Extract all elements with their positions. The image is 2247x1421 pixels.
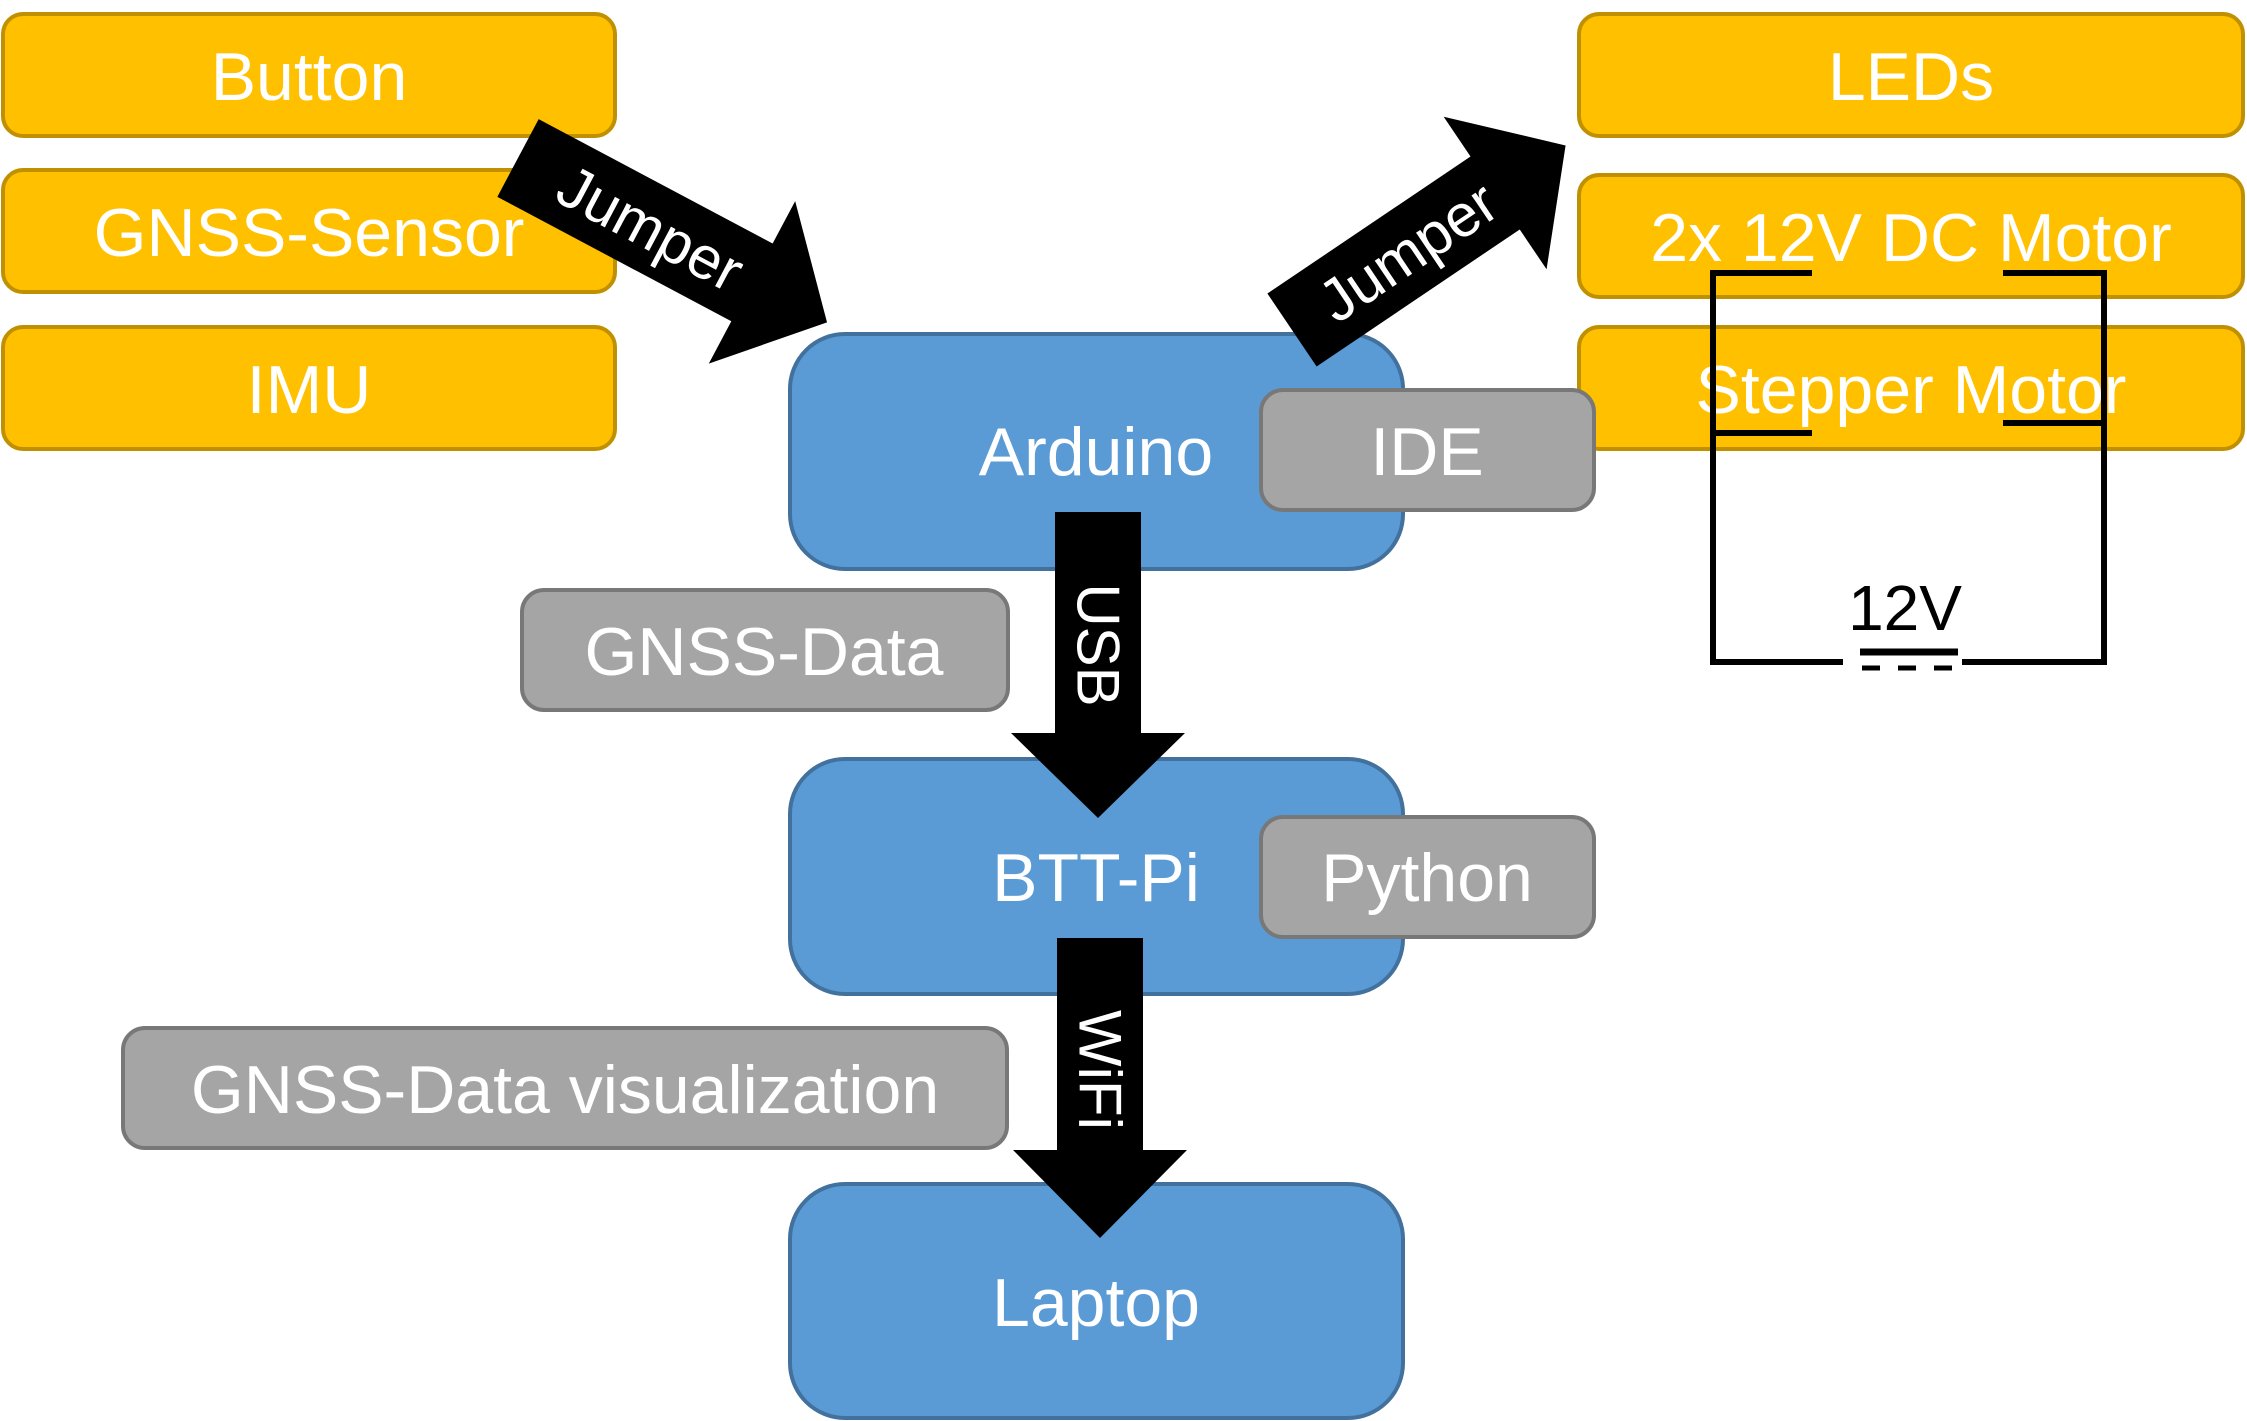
software-python-tag: Python: [1259, 815, 1596, 939]
data-gnss-visualization-label: GNSS-Data visualization: [191, 1052, 939, 1128]
software-python-label: Python: [1321, 840, 1533, 916]
software-ide-label: IDE: [1370, 414, 1483, 490]
node-arduino: Arduino: [788, 332, 1405, 571]
data-gnss-label: GNSS-Data: [585, 614, 944, 690]
usb-arrow: USB: [1011, 512, 1185, 818]
output-leds-label: LEDs: [1828, 39, 1994, 115]
node-laptop: Laptop: [788, 1182, 1405, 1420]
circuit-wire-right: [1962, 270, 2107, 665]
data-gnss-visualization-tag: GNSS-Data visualization: [121, 1026, 1009, 1150]
output-stepper-motor-box: Stepper Motor: [1577, 325, 2245, 451]
output-dc-motor-label: 2x 12V DC Motor: [1650, 200, 2172, 276]
usb-label: USB: [1065, 583, 1132, 706]
data-gnss-tag: GNSS-Data: [520, 588, 1010, 712]
wifi-arrow: WiFi: [1013, 938, 1187, 1238]
node-arduino-label: Arduino: [979, 414, 1213, 490]
software-ide-tag: IDE: [1259, 388, 1596, 512]
node-btt-pi-label: BTT-Pi: [992, 840, 1200, 916]
circuit-wire-left: [1710, 270, 1843, 665]
wifi-label: WiFi: [1067, 1010, 1134, 1130]
input-imu-box: IMU: [1, 325, 617, 451]
voltage-label: 12V: [1848, 572, 1962, 644]
output-leds-box: LEDs: [1577, 12, 2245, 138]
input-imu-label: IMU: [247, 352, 372, 428]
input-gnss-sensor-label: GNSS-Sensor: [94, 195, 525, 271]
input-button-box: Button: [1, 12, 617, 138]
input-button-label: Button: [211, 39, 408, 115]
power-circuit: [1710, 270, 2107, 671]
node-laptop-label: Laptop: [992, 1265, 1200, 1341]
output-dc-motor-box: 2x 12V DC Motor: [1577, 173, 2245, 299]
output-stepper-motor-label: Stepper Motor: [1696, 352, 2127, 428]
